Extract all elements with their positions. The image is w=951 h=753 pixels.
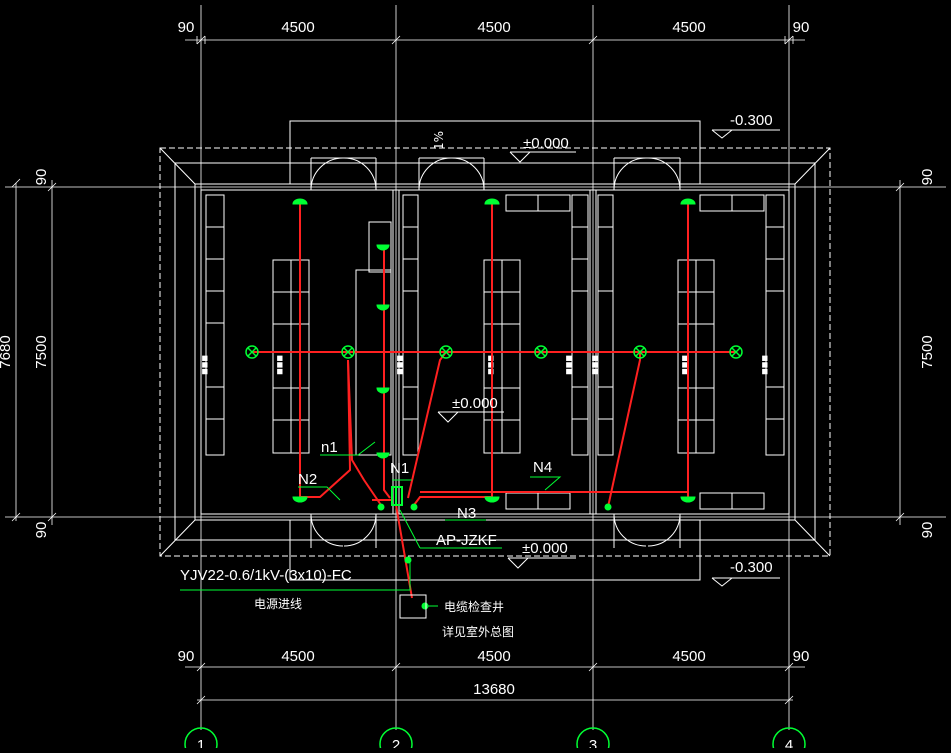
wall-lamp-icon [292, 496, 308, 503]
dim-left-1: 90 [33, 169, 50, 186]
wall-lamp-icon [680, 496, 696, 503]
cable-well-box [399, 594, 427, 619]
dim-top-5: 90 [793, 19, 810, 36]
panel-label: AP-JZKF [436, 532, 497, 549]
dim-left-total: 7680 [0, 335, 14, 368]
distribution-panel [391, 486, 403, 506]
wall-lamp-icon [376, 304, 390, 311]
ceiling-light-icon [341, 345, 355, 359]
axis-bubbles [184, 727, 806, 753]
building-walls [159, 120, 831, 581]
power-inlet-label: 电源进线 [254, 597, 302, 611]
level-bottom-right: -0.300 [730, 559, 773, 576]
ceiling-light-icon [245, 345, 259, 359]
axis-label-3: 3 [589, 737, 597, 748]
wall-lamp-icon [292, 198, 308, 205]
dim-bottom-5: 90 [793, 648, 810, 665]
junction-dot [410, 503, 418, 511]
junction-dot [604, 503, 612, 511]
circuit-label-N3: N3 [457, 505, 476, 522]
axis-label-4: 4 [785, 737, 793, 748]
cable-spec-label: YJV22-0.6/1kV-(3x10)-FC [180, 567, 352, 584]
level-middle: ±0.000 [452, 395, 498, 412]
dim-bottom-2: 4500 [281, 648, 314, 665]
svg-text:■■■: ■■■ [565, 355, 573, 375]
cable-well-label: 电缆检查井 [444, 599, 504, 614]
wall-lamp-icon [680, 198, 696, 205]
svg-text:■■■: ■■■ [591, 355, 599, 375]
dimension-lines [11, 35, 905, 705]
wall-lamp-icon [484, 496, 500, 503]
dim-left-3: 90 [33, 522, 50, 539]
dim-bottom-1: 90 [178, 648, 195, 665]
svg-text:■■■: ■■■ [761, 355, 769, 375]
circuit-label-N4: N4 [533, 459, 552, 476]
wall-lamp-icon [376, 452, 390, 459]
wall-lamp-icon [376, 387, 390, 394]
dim-top-1: 90 [178, 19, 195, 36]
equipment-racks [205, 194, 785, 510]
level-bottom-center: ±0.000 [522, 540, 568, 557]
see-outdoor-label: 详见室外总图 [442, 624, 514, 639]
dim-top-3: 4500 [477, 19, 510, 36]
axis-label-2: 2 [392, 737, 400, 748]
dim-total: 13680 [473, 681, 515, 698]
svg-text:■■■: ■■■ [681, 355, 689, 375]
slope-label: 1% [432, 131, 446, 150]
level-top-right: -0.300 [730, 112, 773, 129]
ceiling-light-icon [633, 345, 647, 359]
dim-bottom-4: 4500 [672, 648, 705, 665]
circuit-label-n1: n1 [321, 439, 338, 456]
ceiling-light-icon [534, 345, 548, 359]
dim-top-2: 4500 [281, 19, 314, 36]
level-markers [437, 129, 780, 587]
ceiling-light-icon [439, 345, 453, 359]
circuit-label-N1: N1 [390, 460, 409, 477]
dim-right-3: 90 [919, 522, 936, 539]
axis-grid-lines [5, 5, 946, 730]
dim-right-2: 7500 [919, 335, 936, 368]
svg-text:■■■: ■■■ [201, 355, 209, 375]
outer-wall [194, 183, 796, 521]
ceiling-light-icon [729, 345, 743, 359]
dim-bottom-3: 4500 [477, 648, 510, 665]
svg-text:■■■: ■■■ [276, 355, 284, 375]
dim-top-4: 4500 [672, 19, 705, 36]
wall-lamp-icon [376, 244, 390, 251]
dim-left-2: 7500 [33, 335, 50, 368]
junction-dot [377, 503, 385, 511]
rack-labels: ■■■ ■■■ ■■■ ■■■ ■■■ ■■■ ■■■ ■■■ [201, 355, 769, 375]
svg-text:■■■: ■■■ [396, 355, 404, 375]
level-top-center: ±0.000 [523, 135, 569, 152]
outer-platform-dashed [159, 147, 831, 557]
dim-right-1: 90 [919, 169, 936, 186]
inner-wall [200, 189, 790, 515]
leader-lines [180, 441, 562, 607]
wall-lamp-icon [484, 198, 500, 205]
axis-label-1: 1 [197, 737, 205, 748]
light-fixtures [245, 345, 743, 359]
circuit-label-N2: N2 [298, 471, 317, 488]
